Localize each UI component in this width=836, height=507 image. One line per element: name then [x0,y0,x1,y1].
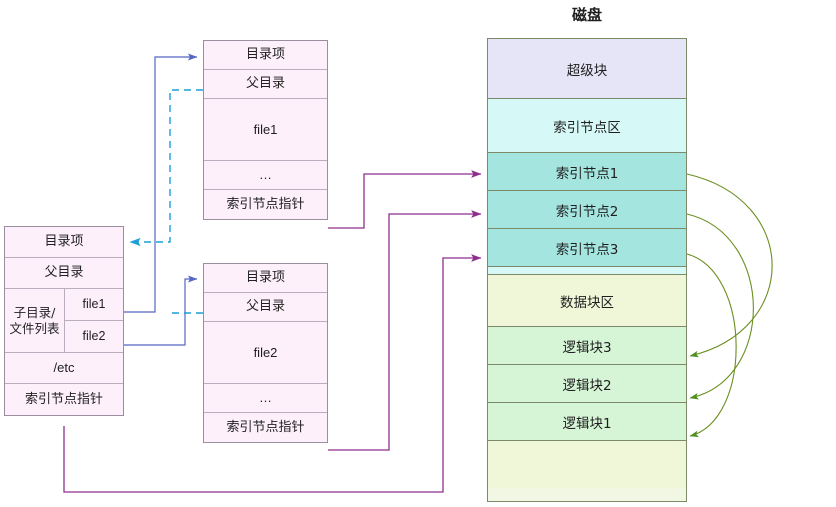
dir1-parent-label: 父目录 [245,76,285,92]
pointer-dir2-to-inode2 [328,210,482,451]
dir2-entry-label: 目录项 [245,270,285,286]
etc-entry-label: 目录项 [44,234,84,250]
dir-table-file1: 目录项 父目录 file1 … 索引节点指针 [203,40,328,220]
disk-row-block-8: 逻辑块2 [488,365,686,403]
link-dir1-parent-to-etc [129,89,203,247]
etc-children-row: 子目录/ 文件列表 file1 file2 [5,289,123,353]
dir2-inode-pointer-row: 索引节点指针 [204,413,327,442]
etc-child-file2[interactable]: file2 [82,328,106,343]
dir2-name-row: file2 [204,322,327,384]
disk-title: 磁盘 [571,6,602,24]
etc-inode-pointer-label: 索引节点指针 [24,391,103,407]
dir1-inode-pointer-row: 索引节点指针 [204,190,327,219]
etc-parent-row: 父目录 [5,258,123,289]
disk-row-inode-3: 索引节点2 [488,191,686,229]
dir1-entry-row: 目录项 [204,41,327,70]
etc-children-label-line2: 文件列表 [9,320,60,336]
pointer-etc-to-inode3 [63,254,482,493]
disk-row-inode-2: 索引节点1 [488,153,686,191]
disk-row-datazone-6: 数据块区 [488,275,686,327]
etc-path-row: /etc [5,353,123,384]
dir1-inode-pointer-label: 索引节点指针 [226,196,305,212]
etc-children-label: 子目录/ 文件列表 [5,289,65,352]
dir1-parent-row: 父目录 [204,70,327,99]
etc-children-list: file1 file2 [65,289,123,352]
pointer-dir1-to-inode1 [328,170,482,229]
etc-child-file1[interactable]: file1 [65,289,123,321]
dir2-parent-row: 父目录 [204,293,327,322]
dir2-ellipsis-row: … [204,384,327,413]
dir1-entry-label: 目录项 [245,47,285,63]
disk-row-inode-4: 索引节点3 [488,229,686,267]
disk-row-spacer-5 [488,267,686,275]
etc-children-label-line1: 子目录/ [13,304,56,320]
dir1-name-label: file1 [253,121,278,137]
link-file1-to-dir [124,53,198,313]
etc-parent-label: 父目录 [44,265,84,281]
disk-row-block-9: 逻辑块1 [488,403,686,441]
link-inode2-to-block2 [686,213,754,400]
dir2-entry-row: 目录项 [204,264,327,293]
etc-inode-pointer-row: 索引节点指针 [5,384,123,415]
etc-directory-table: 目录项 父目录 子目录/ 文件列表 file1 file2 /etc 索引节点指… [4,226,124,416]
dir2-ellipsis-label: … [259,390,272,406]
etc-entry-row: 目录项 [5,227,123,258]
dir2-name-label: file2 [253,344,278,360]
disk-row-block-7: 逻辑块3 [488,327,686,365]
dir-table-file2: 目录项 父目录 file2 … 索引节点指针 [203,263,328,443]
dir2-parent-label: 父目录 [245,299,285,315]
dir1-name-row: file1 [204,99,327,161]
disk-row-spacer-10 [488,441,686,488]
etc-path-label: /etc [53,360,75,376]
disk-row-inodezone-1: 索引节点区 [488,99,686,153]
dir1-ellipsis-label: … [259,167,272,183]
disk-row-super-0: 超级块 [488,39,686,99]
link-file2-to-dir [124,275,198,346]
link-inode1-to-block3 [686,173,773,358]
dir2-inode-pointer-label: 索引节点指针 [226,419,305,435]
dir1-ellipsis-row: … [204,161,327,190]
link-inode3-to-block1 [686,253,737,438]
